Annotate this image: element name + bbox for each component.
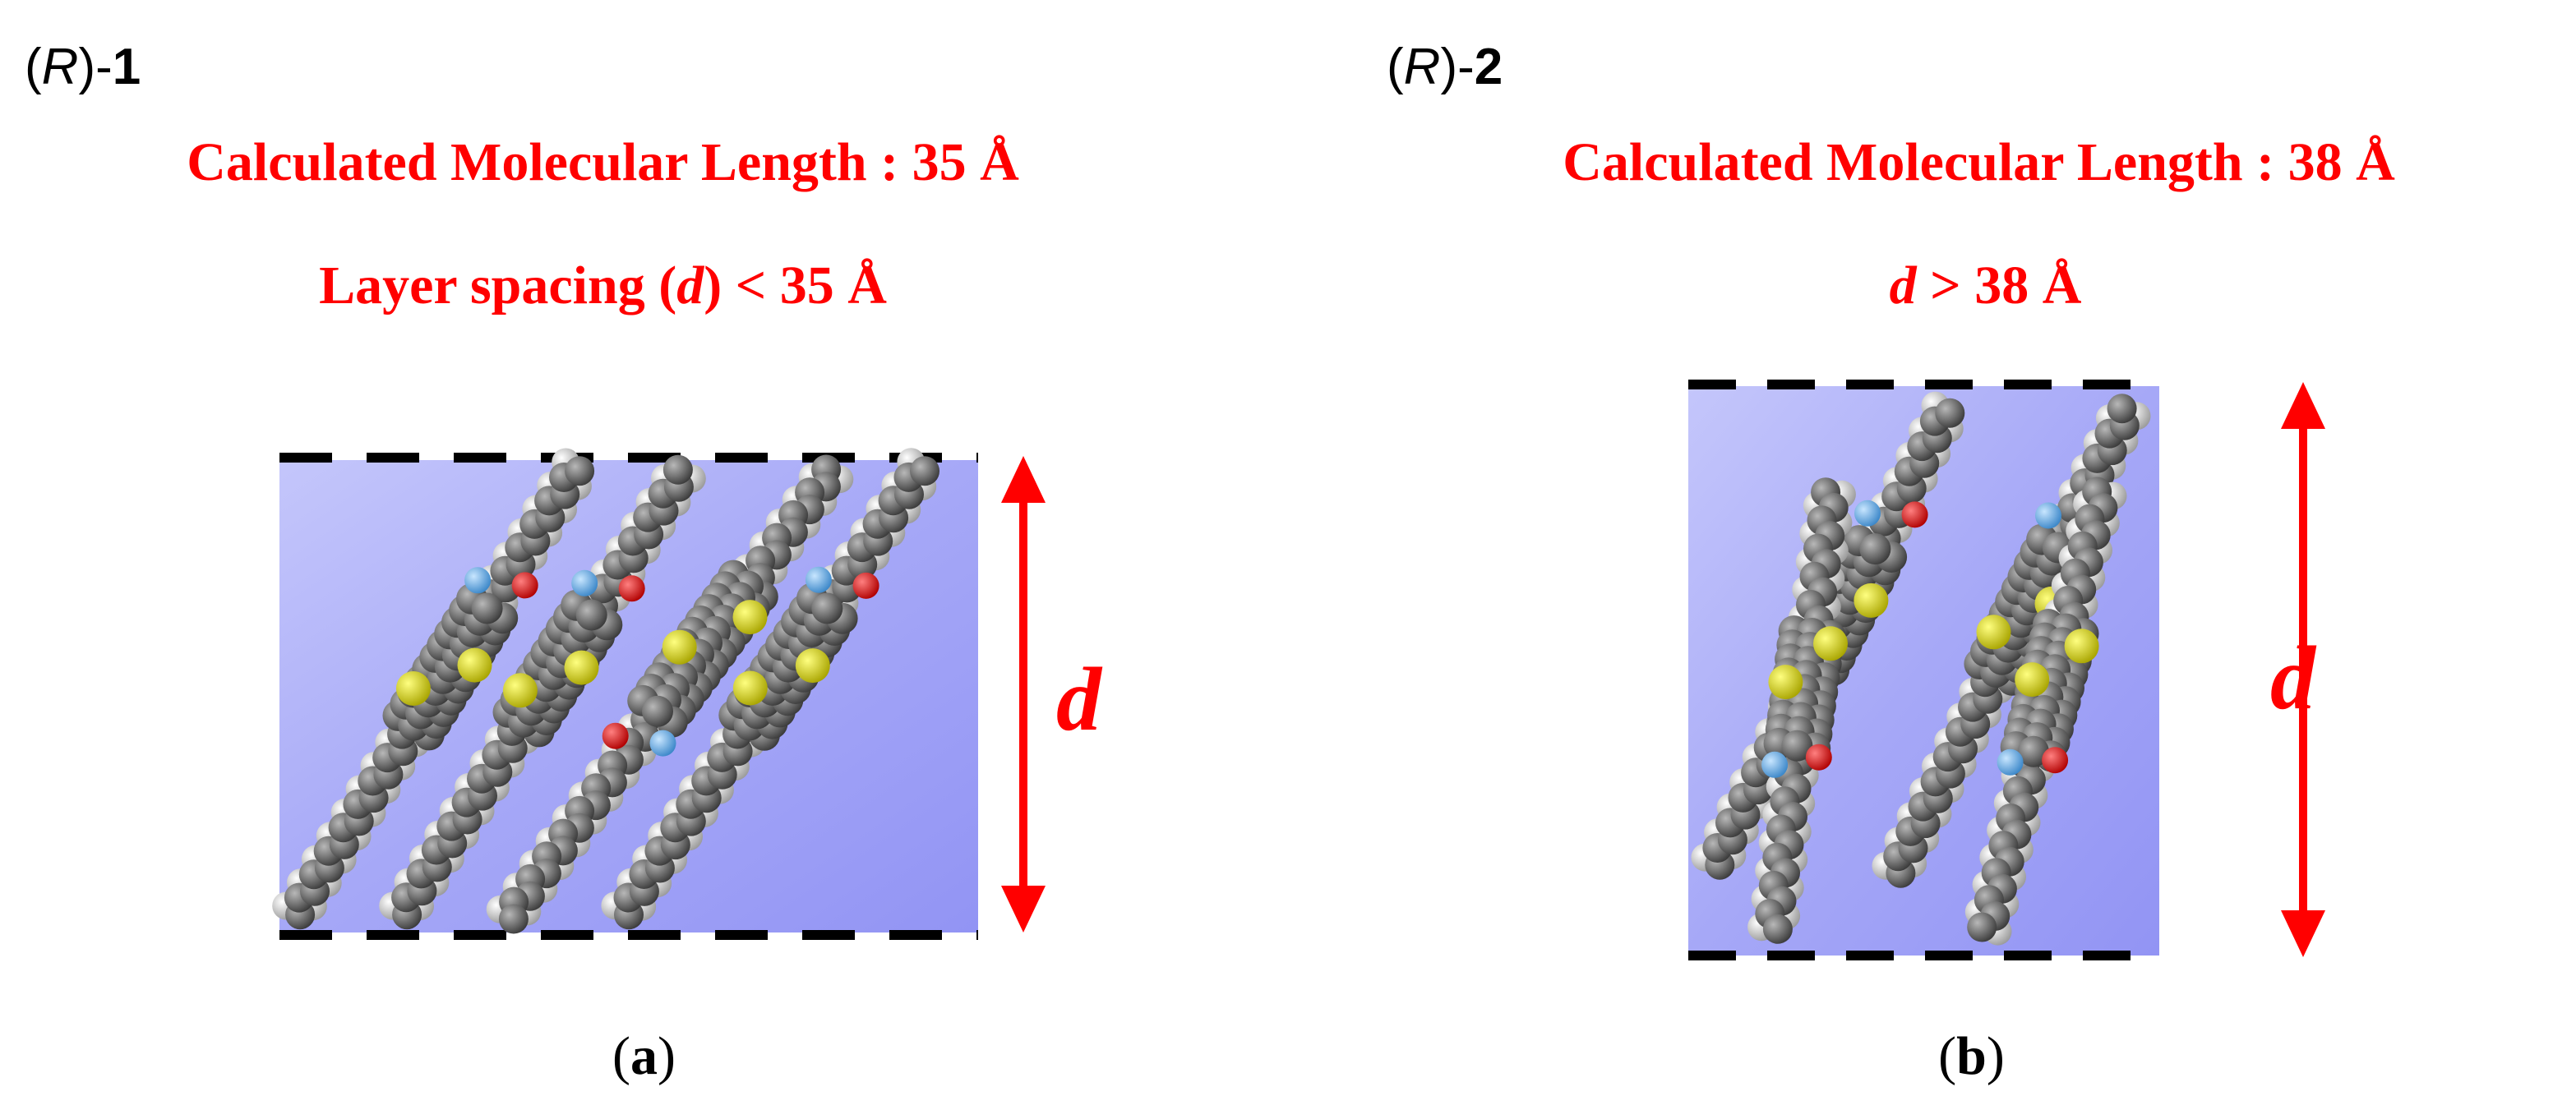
molecule — [1747, 477, 1856, 944]
oxygen-atom — [2042, 747, 2069, 774]
carbon-atom — [1859, 533, 1891, 565]
molecule — [601, 448, 939, 930]
nitrogen-atom — [464, 567, 492, 594]
molecular-length-1: Calculated Molecular Length : 35 Å — [187, 132, 1019, 192]
compound-label-2: (R)-2 — [1387, 39, 1503, 95]
carbon-atom — [1781, 730, 1813, 762]
sulfur-atom — [1854, 583, 1889, 618]
carbon-atom — [471, 592, 503, 624]
smectic-layer-diagram-1: d — [272, 448, 1103, 940]
carbon-atom — [642, 695, 673, 727]
oxygen-atom — [602, 722, 629, 749]
panel-b: (R)-2 Calculated Molecular Length : 38 Å… — [1288, 0, 2576, 1119]
layer-spacing-2: d > 38 Å — [1889, 256, 2082, 315]
sulfur-atom — [502, 673, 538, 708]
sulfur-atom — [732, 600, 768, 635]
nitrogen-atom — [1761, 751, 1789, 778]
sulfur-atom — [457, 647, 492, 683]
sulfur-atom — [1768, 665, 1803, 700]
carbon-atom — [498, 904, 529, 934]
sulfur-atom — [732, 670, 768, 706]
layer-spacing-1: Layer spacing (d) < 35 Å — [319, 256, 887, 315]
nitrogen-atom — [571, 569, 598, 596]
oxygen-atom — [1901, 501, 1928, 528]
carbon-atom — [565, 456, 595, 486]
carbon-atom — [811, 592, 843, 624]
molecules-1 — [272, 448, 939, 934]
compound-label-1: (R)-1 — [25, 39, 141, 95]
sulfur-atom — [1813, 626, 1848, 661]
sulfur-atom — [2064, 629, 2099, 664]
molecule — [379, 454, 706, 930]
molecule — [486, 454, 854, 934]
oxygen-atom — [852, 572, 879, 599]
smectic-layer-diagram-2: d — [1688, 380, 2325, 960]
caption-a: (a) — [612, 1026, 676, 1086]
layer-spacing-arrow — [1001, 456, 1046, 932]
molecules-2 — [1691, 391, 2151, 946]
molecular-length-2: Calculated Molecular Length : 38 Å — [1563, 132, 2395, 192]
layer-spacing-label: d — [1056, 649, 1103, 749]
oxygen-atom — [618, 575, 645, 602]
carbon-atom — [2017, 735, 2049, 767]
oxygen-atom — [511, 572, 538, 599]
oxygen-atom — [1805, 744, 1832, 771]
molecule — [272, 448, 595, 930]
sulfur-atom — [2015, 662, 2050, 698]
sulfur-atom — [564, 650, 599, 685]
nitrogen-atom — [1997, 748, 2024, 776]
carbon-atom — [910, 456, 939, 486]
panel-a: (R)-1 Calculated Molecular Length : 35 Å… — [25, 39, 1103, 1086]
sulfur-atom — [795, 648, 830, 684]
molecule — [1964, 477, 2127, 946]
sulfur-atom — [662, 629, 697, 665]
sulfur-atom — [1976, 615, 2011, 650]
carbon-atom — [662, 454, 693, 485]
carbon-atom — [575, 599, 607, 631]
nitrogen-atom — [649, 730, 676, 757]
caption-b: (b) — [1938, 1026, 2005, 1086]
layer-spacing-label: d — [2270, 628, 2317, 728]
nitrogen-atom — [805, 566, 832, 593]
carbon-atom — [1762, 914, 1793, 944]
carbon-atom — [1967, 912, 1997, 942]
nitrogen-atom — [1854, 500, 1881, 527]
nitrogen-atom — [2035, 502, 2061, 529]
layer-spacing-arrow — [2281, 382, 2325, 957]
carbon-atom — [2107, 394, 2137, 424]
carbon-atom — [1935, 398, 1965, 428]
sulfur-atom — [395, 671, 431, 706]
